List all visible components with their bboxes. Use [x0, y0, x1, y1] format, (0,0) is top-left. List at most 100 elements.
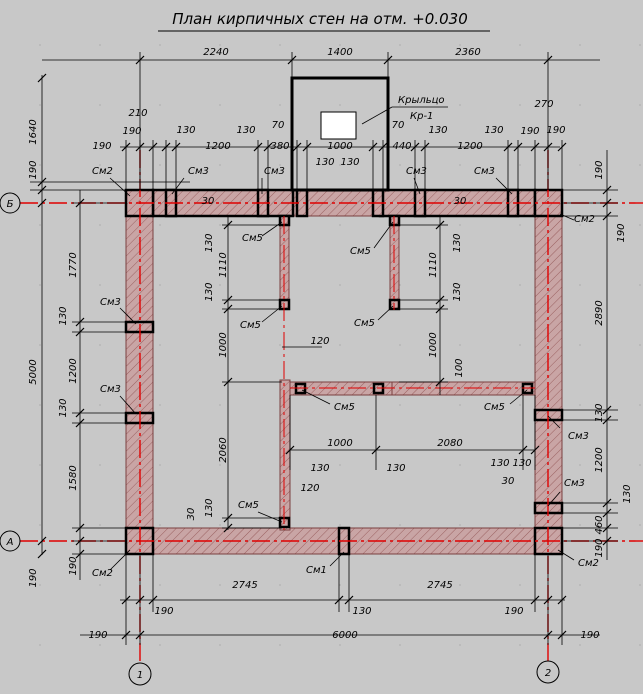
grid-dot [579, 104, 581, 106]
tick-left-inner-6 [75, 536, 85, 546]
tick-bottom2-3 [557, 630, 567, 640]
tick-top1-3 [543, 55, 553, 65]
tick-right-2 [602, 211, 612, 221]
grid-dot [279, 344, 281, 346]
grid-dot [159, 464, 161, 466]
axis-bubble-b: Б [0, 192, 21, 214]
dim-top3-7: 1000 [327, 141, 352, 152]
tick-left-outer-4 [37, 536, 47, 546]
grid-dot [279, 584, 281, 586]
grid-dot [399, 104, 401, 106]
tick-left-outer-0 [37, 73, 47, 83]
grid-dot [519, 44, 521, 46]
tick-right-6 [602, 508, 612, 518]
tick-inner-right-0 [435, 220, 445, 230]
tick-bottom1-2 [148, 595, 158, 605]
dim-bottom1-3: 2745 [427, 580, 452, 591]
tick-mid-1 [371, 445, 381, 455]
grid-dot [459, 464, 461, 466]
grid-dot [519, 524, 521, 526]
walls [124, 188, 564, 556]
mark-sm3-6: См3 [100, 384, 121, 395]
grid-dot [279, 644, 281, 646]
tick-right-4 [602, 415, 612, 425]
mark-sm3-8: См3 [564, 478, 585, 489]
dim-inner-left-1: 1110 [218, 252, 229, 277]
dim-left-inner-3: 130 [58, 398, 69, 417]
tick-bottom1-0 [121, 595, 131, 605]
grid-dot [39, 464, 41, 466]
grid-dot [519, 164, 521, 166]
dim-bottom2-0: 190 [88, 630, 107, 641]
mark-sm3-4: См3 [474, 166, 495, 177]
axis-label-b: Б [7, 199, 14, 210]
grid-dot [399, 44, 401, 46]
grid-dot [399, 524, 401, 526]
dim-right-6: 460 [594, 515, 605, 534]
tick-left-inner-4 [75, 418, 85, 428]
tick-top1-1 [287, 55, 297, 65]
tick-right-0 [602, 185, 612, 195]
dim-inner-left-4: 2060 [218, 437, 229, 462]
background-grid [39, 44, 641, 646]
grid-dot [339, 644, 341, 646]
mark-sm5-7-leader [257, 511, 283, 523]
tick-top3-7 [292, 142, 302, 152]
tick-left-inner-3 [75, 408, 85, 418]
mark-sm5-6: См5 [484, 402, 505, 413]
grid-dot [39, 644, 41, 646]
tick-inner-left-3 [223, 377, 233, 387]
mark-sm3-3: См3 [406, 166, 427, 177]
grid-dot [99, 104, 101, 106]
grid-dot [219, 284, 221, 286]
dim-top4-0: 130 [315, 157, 334, 168]
tick-right-7 [602, 523, 612, 533]
dim-middle-7: 30 [502, 476, 515, 487]
dimension-lines [30, 52, 618, 645]
mark-sm3-1: См3 [188, 166, 209, 177]
grid-dot [639, 224, 641, 226]
dim-top3-1: 190 [122, 126, 141, 137]
tick-left-outer-3 [37, 198, 47, 208]
dim-inner-left-6: 30 [186, 508, 197, 521]
dim-inner-left-5: 130 [204, 498, 215, 517]
grid-dot [639, 464, 641, 466]
tick-top3-6 [263, 142, 273, 152]
dim-right-5: 130 [622, 484, 633, 503]
dim-middle-4: 120 [300, 483, 319, 494]
dim-middle-5: 130 [490, 458, 509, 469]
grid-dot [39, 104, 41, 106]
mark-sm2-3-leader [109, 549, 131, 571]
mark-sm3-5-leader [119, 307, 137, 325]
mark-sm2-1-leader [109, 177, 131, 197]
grid-dot [459, 44, 461, 46]
tick-bottom1-7 [557, 595, 567, 605]
dim-top3-13: 190 [520, 126, 539, 137]
grid-dot [339, 404, 341, 406]
grid-dot [219, 644, 221, 646]
mark-sm5-1: См5 [242, 233, 263, 244]
dim-right-1: 190 [616, 223, 627, 242]
mark-sm2-3: См2 [92, 568, 113, 579]
grid-dot [159, 524, 161, 526]
dim-middle-3: 130 [386, 463, 405, 474]
tick-inner-right-1 [435, 295, 445, 305]
grid-dot [279, 164, 281, 166]
mark-sm2-4: См2 [578, 558, 599, 569]
dim-left-outer-2: 5000 [28, 359, 39, 384]
dim-top3-10: 130 [428, 125, 447, 136]
axis-label-1: 1 [137, 670, 143, 681]
dim-top3-8: 70 [392, 120, 405, 131]
tick-inner-left-1 [223, 295, 233, 305]
grid-dot [39, 344, 41, 346]
grid-dot [159, 44, 161, 46]
grid-dot [459, 584, 461, 586]
dim-middle-6: 130 [512, 458, 531, 469]
grid-dot [339, 44, 341, 46]
grid-dot [399, 644, 401, 646]
dim-top3-2: 130 [176, 125, 195, 136]
mark-sm1-1-leader [329, 551, 345, 567]
